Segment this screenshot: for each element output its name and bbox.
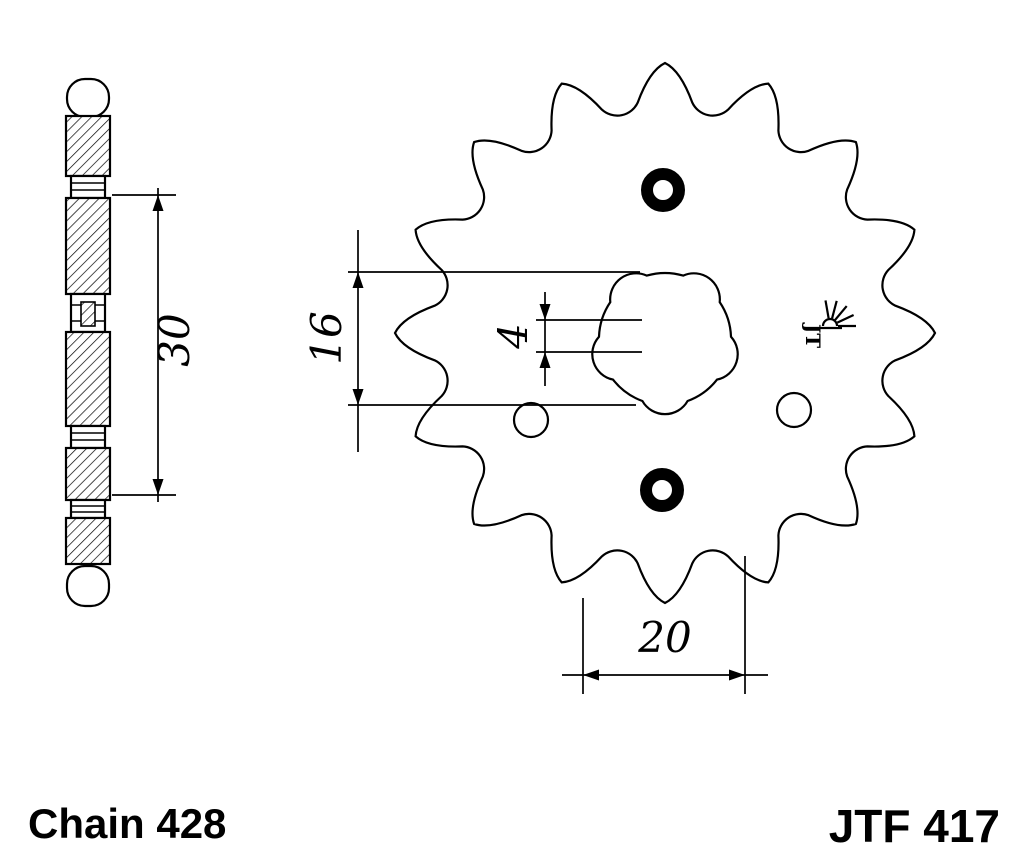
spline-bore [591, 271, 739, 416]
side-view [64, 77, 112, 608]
arrowhead-down [352, 389, 364, 405]
dimension-4: 4 [491, 292, 642, 386]
arrowhead-up [152, 195, 164, 211]
arrowhead-up [352, 272, 364, 288]
dimension-16: 16 [302, 230, 640, 452]
dimension-20: 20 [562, 556, 768, 694]
lightening-hole-left [512, 401, 550, 439]
hatch-band [64, 446, 112, 502]
side-top-cap [65, 77, 111, 119]
arrowhead-right [729, 669, 745, 681]
arrowhead-left [583, 669, 599, 681]
dimension-30-label: 30 [150, 313, 199, 366]
sun-rays-icon [819, 300, 856, 330]
plate-band [69, 424, 107, 450]
part-number-label: JTF 417 [829, 800, 1000, 852]
hatch-band [64, 330, 112, 428]
arrowhead-down [539, 304, 551, 320]
bolt-hole-bottom [640, 468, 684, 512]
arrowhead-down [152, 479, 164, 495]
front-view: JT [393, 61, 937, 605]
plate-band [69, 498, 107, 520]
jt-logo-text: JT [801, 322, 825, 348]
arrowhead-up [539, 352, 551, 368]
side-bottom-cap [65, 564, 111, 608]
chain-size-label: Chain 428 [28, 800, 226, 847]
plate-band-middle [69, 292, 107, 334]
hatch-band [64, 516, 112, 566]
lightening-hole-right [775, 391, 813, 429]
dimension-30: 30 [112, 188, 199, 502]
hatch-band [64, 114, 112, 178]
dimension-20-label: 20 [637, 613, 691, 662]
jt-logo: JT [801, 300, 856, 348]
plate-band [69, 174, 107, 200]
hatch-band [64, 196, 112, 296]
dimension-16-label: 16 [302, 311, 351, 364]
bolt-hole-top [641, 168, 685, 212]
dimension-4-label: 4 [491, 323, 537, 349]
